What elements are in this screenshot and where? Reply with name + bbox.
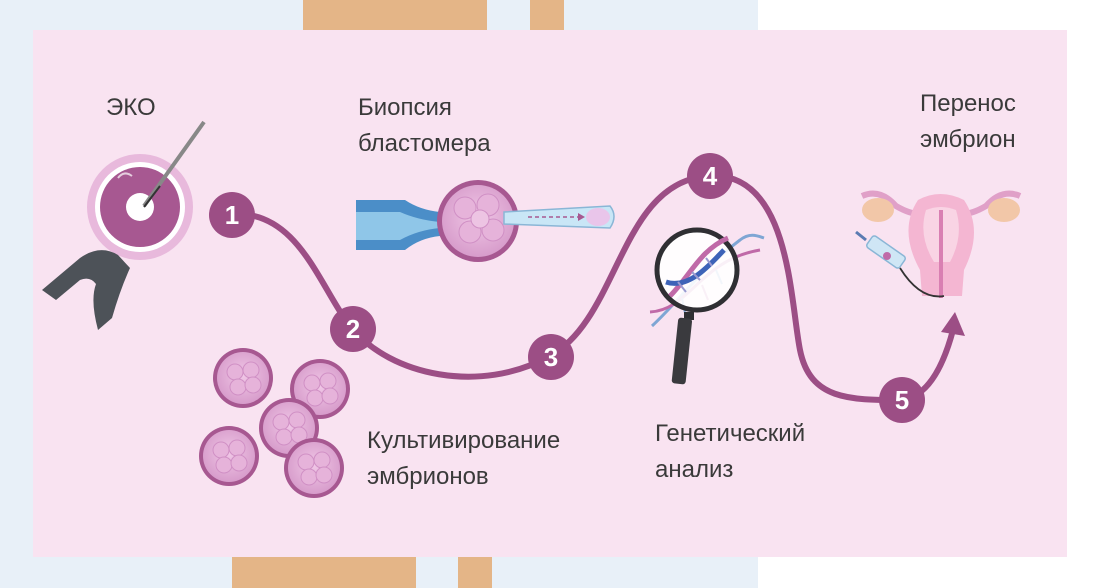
label-biopsy: Биопсия бластомера xyxy=(358,94,491,157)
step-number: 4 xyxy=(702,160,718,191)
uterus-syringe-icon xyxy=(855,190,1022,298)
embryo-cell xyxy=(290,359,350,419)
step-1-badge: 1 xyxy=(209,192,255,238)
label-eko: ЭКО xyxy=(106,94,156,121)
step-number: 1 xyxy=(224,199,240,230)
step-2-badge: 2 xyxy=(330,306,376,352)
embryo-cluster-icon xyxy=(199,348,350,498)
step-5-badge: 5 xyxy=(879,377,925,423)
label-transfer: Перенос эмбрион xyxy=(920,90,1016,153)
step-number: 3 xyxy=(543,341,559,372)
step-number: 2 xyxy=(345,313,361,344)
blastomere-biopsy-icon xyxy=(356,180,615,262)
step-3-badge: 3 xyxy=(528,334,574,380)
step-number: 5 xyxy=(894,384,910,415)
dna-magnifier-icon xyxy=(649,227,765,385)
embryo-cell xyxy=(284,438,344,498)
embryo-cell xyxy=(213,348,273,408)
label-culture: Культивирование эмбрионов xyxy=(367,427,561,490)
label-genetic: Генетический анализ xyxy=(655,420,806,483)
embryo-cell xyxy=(199,426,259,486)
step-4-badge: 4 xyxy=(687,153,733,199)
egg-injection-icon xyxy=(42,120,206,330)
arrow-head xyxy=(941,312,965,336)
